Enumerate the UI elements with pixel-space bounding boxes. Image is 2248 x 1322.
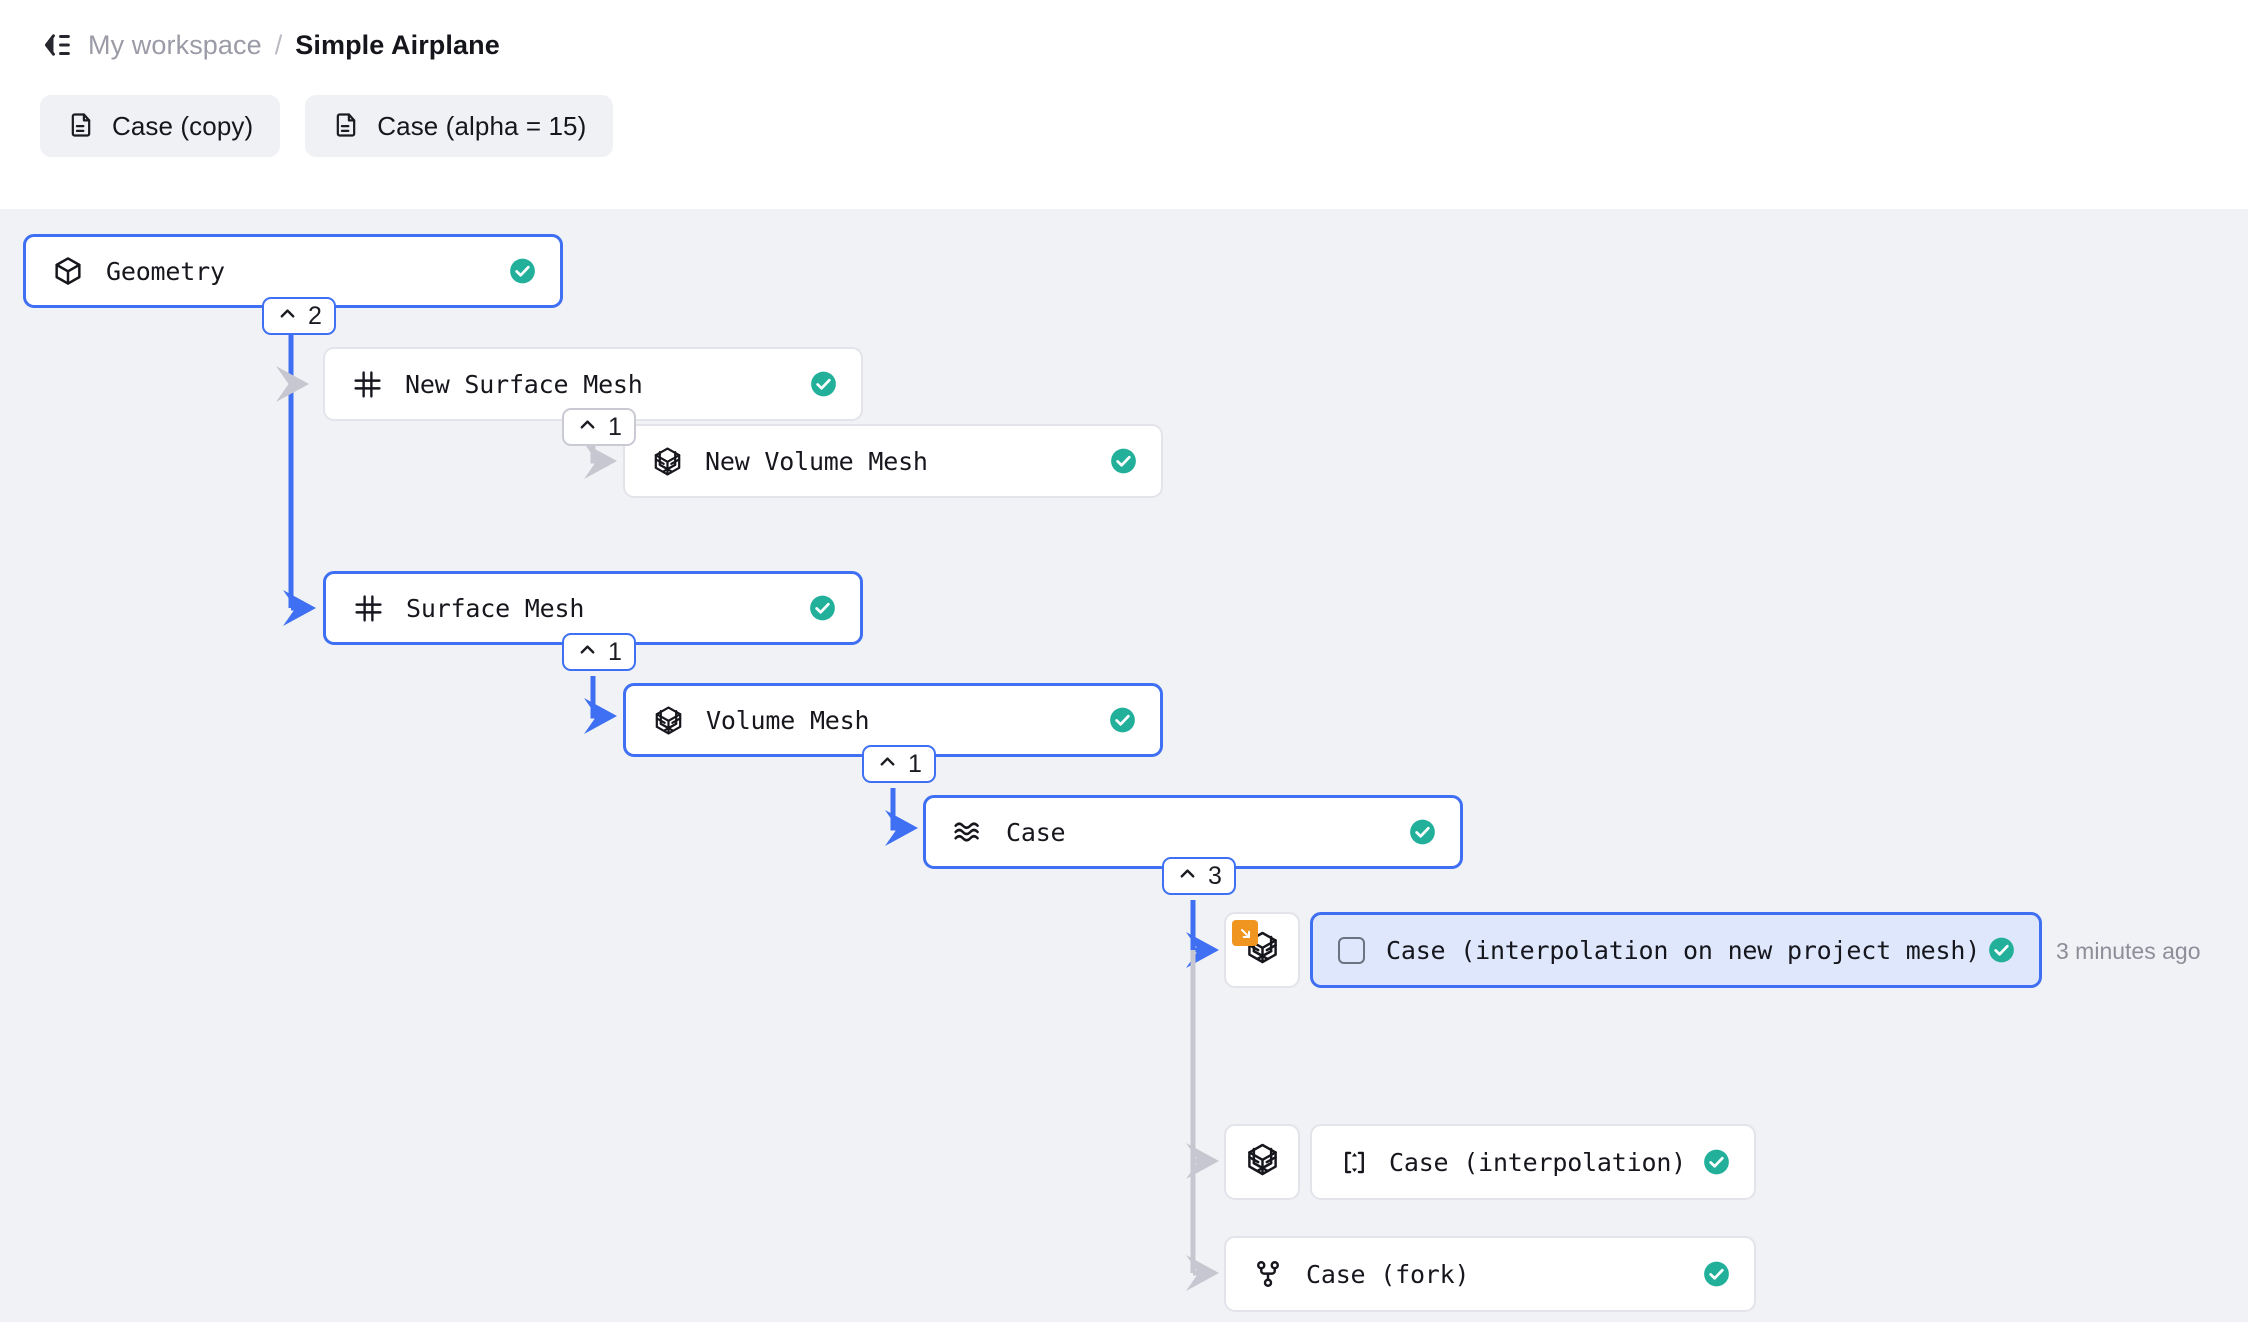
expand-badge-surface-mesh[interactable]: 1 <box>562 633 636 671</box>
chip-case-copy[interactable]: Case (copy) <box>40 95 280 157</box>
collapse-sidebar-icon[interactable] <box>38 26 76 64</box>
node-label: Case <box>1006 818 1065 847</box>
chip-case-alpha-15[interactable]: Case (alpha = 15) <box>305 95 613 157</box>
node-label: Case (interpolation on new project mesh) <box>1386 936 1980 965</box>
pipeline-canvas[interactable]: Geometry 2 New Surface Mesh <box>0 209 2248 1322</box>
node-case-fork[interactable]: Case (fork) <box>1224 1236 1756 1312</box>
volume-mesh-icon <box>1244 1141 1281 1183</box>
check-circle-icon <box>509 258 536 285</box>
chevron-up-icon <box>876 750 899 778</box>
node-label: Case (interpolation) <box>1389 1148 1686 1177</box>
chevron-up-icon <box>1176 862 1199 890</box>
grid-icon <box>351 591 385 625</box>
node-label: New Surface Mesh <box>405 370 643 399</box>
mesh-tile-case-interpolation[interactable] <box>1224 1124 1300 1200</box>
node-label: Surface Mesh <box>406 594 584 623</box>
volume-mesh-icon <box>651 703 685 737</box>
check-circle-icon <box>1703 1149 1730 1176</box>
arrow-down-right-icon <box>1232 920 1258 946</box>
expand-badge-count: 1 <box>608 640 622 665</box>
fluid-waves-icon <box>951 815 985 849</box>
grid-icon <box>350 367 384 401</box>
node-timestamp: 3 minutes ago <box>2056 938 2200 965</box>
expand-badge-new-surface-mesh[interactable]: 1 <box>562 408 636 446</box>
node-case-interpolation[interactable]: Case (interpolation) <box>1310 1124 1756 1200</box>
page-header: My workspace / Simple Airplane Case (cop… <box>0 0 2248 209</box>
interpolation-icon <box>1337 1145 1371 1179</box>
node-label: Geometry <box>106 257 225 286</box>
check-circle-icon <box>810 371 837 398</box>
check-circle-icon <box>809 595 836 622</box>
node-select-checkbox[interactable] <box>1338 937 1365 964</box>
expand-badge-count: 3 <box>1208 864 1222 889</box>
node-case-interp-new-project-mesh[interactable]: Case (interpolation on new project mesh) <box>1310 912 2042 988</box>
chip-label: Case (copy) <box>112 111 253 142</box>
check-circle-icon <box>1109 707 1136 734</box>
breadcrumb: My workspace / Simple Airplane <box>38 25 500 65</box>
cube-icon <box>51 254 85 288</box>
chevron-up-icon <box>276 302 299 330</box>
expand-badge-geometry[interactable]: 2 <box>262 297 336 335</box>
check-circle-icon <box>1703 1261 1730 1288</box>
volume-mesh-icon <box>650 444 684 478</box>
git-fork-icon <box>1251 1257 1285 1291</box>
chevron-up-icon <box>576 413 599 441</box>
check-circle-icon <box>1110 448 1137 475</box>
node-label: Volume Mesh <box>706 706 869 735</box>
expand-badge-count: 1 <box>908 752 922 777</box>
chevron-up-icon <box>576 638 599 666</box>
node-new-volume-mesh[interactable]: New Volume Mesh <box>623 424 1163 498</box>
check-circle-icon <box>1409 819 1436 846</box>
page-title: Simple Airplane <box>295 30 500 61</box>
mesh-tile-case-interp-new-project-mesh[interactable] <box>1224 912 1300 988</box>
chip-label: Case (alpha = 15) <box>377 111 586 142</box>
node-label: New Volume Mesh <box>705 447 928 476</box>
check-circle-icon <box>1988 937 2015 964</box>
open-tabs-row: Case (copy) Case (alpha = 15) <box>40 95 613 157</box>
file-text-icon <box>332 111 360 142</box>
expand-badge-count: 2 <box>308 304 322 329</box>
expand-badge-volume-mesh[interactable]: 1 <box>862 745 936 783</box>
breadcrumb-separator: / <box>275 30 283 61</box>
expand-badge-count: 1 <box>608 415 622 440</box>
breadcrumb-workspace[interactable]: My workspace <box>88 30 262 61</box>
node-label: Case (fork) <box>1306 1260 1469 1289</box>
expand-badge-case[interactable]: 3 <box>1162 857 1236 895</box>
file-text-icon <box>67 111 95 142</box>
